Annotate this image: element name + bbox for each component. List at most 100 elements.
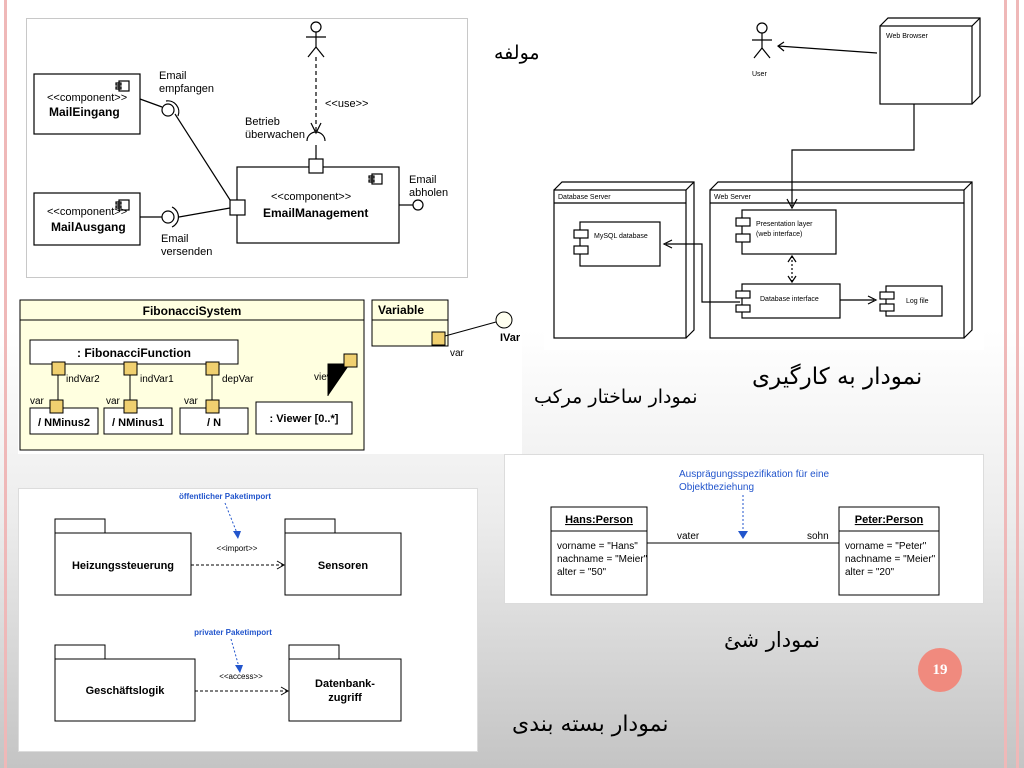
port-indvar2: [51, 361, 66, 376]
composite-structure-diagram-panel: FibonacciSystem : FibonacciFunction / NM…: [18, 298, 522, 454]
heizung-package: [54, 532, 192, 596]
caption-deployment-diagram: نمودار به کارگیری: [752, 364, 923, 390]
email-management-port-top: [308, 158, 324, 174]
betrieb-line2: überwachen: [245, 129, 305, 141]
vater-label: vater: [677, 531, 700, 542]
sohn-label: sohn: [807, 531, 829, 542]
caption-package-diagram: نمودار بسته بندی: [512, 712, 669, 737]
nminus1-var-label: var: [106, 396, 121, 407]
peter-attr-1: vorname = "Peter": [845, 541, 927, 552]
email-management-stereotype: <<component>>: [271, 191, 351, 203]
database-interface-label: Database interface: [760, 296, 819, 303]
private-import-note: privater Paketimport: [194, 628, 272, 637]
email-empfangen-line2: empfangen: [159, 83, 214, 95]
hans-attr-3: alter = "50": [557, 567, 607, 578]
n-label: / N: [207, 417, 221, 429]
port-nminus2-var: [49, 399, 64, 414]
use-stereotype: <<use>>: [325, 98, 368, 110]
port-variable-var: [431, 331, 446, 346]
web-server-label: Web Server: [714, 194, 751, 201]
page-number-badge: 19: [918, 648, 962, 692]
betrieb-line1: Betrieb: [245, 116, 280, 128]
access-stereotype: <<access>>: [219, 672, 263, 681]
ivar-interface: [495, 311, 513, 329]
right-decorative-border: [1004, 0, 1007, 768]
user-label: User: [752, 71, 767, 78]
datenbank-line2: zugriff: [328, 692, 362, 704]
geschaeftslogik-label: Geschäftslogik: [86, 685, 166, 697]
email-versenden-line1: Email: [161, 233, 189, 245]
email-abholen-line1: Email: [409, 174, 437, 186]
heizung-package-tab: [54, 518, 106, 534]
view-label: view: [314, 372, 335, 383]
mail-eingang-component: [33, 73, 141, 135]
sensoren-package: [284, 532, 402, 596]
hans-attr-2: nachname = "Meier": [557, 554, 648, 565]
nminus2-part: [29, 407, 99, 435]
hans-attr-1: vorname = "Hans": [557, 541, 638, 552]
peter-attr-3: alter = "20": [845, 567, 895, 578]
left-decorative-border: [4, 0, 7, 768]
heizung-label: Heizungssteuerung: [72, 560, 174, 572]
presentation-line2: (web interface): [756, 231, 802, 238]
variable-var-label: var: [450, 348, 465, 359]
object-note-line2: Objektbeziehung: [679, 482, 754, 493]
email-versenden-line2: versenden: [161, 246, 212, 258]
log-file-component: [885, 285, 943, 317]
peter-person-label: Peter:Person: [855, 514, 924, 526]
hans-person-object: [550, 506, 648, 596]
web-browser-node: [879, 25, 973, 105]
deployment-diagram: User Web Browser Database Server Web Ser…: [553, 17, 981, 339]
sensoren-label: Sensoren: [318, 560, 368, 572]
public-import-note: öffentlicher Paketimport: [179, 492, 271, 501]
database-server-label: Database Server: [558, 194, 611, 201]
deployment-diagram-panel: User Web Browser Database Server Web Ser…: [544, 10, 984, 350]
object-diagram-panel: Ausprägungsspezifikation für eine Objekt…: [504, 454, 984, 604]
n-var-label: var: [184, 396, 199, 407]
web-browser-label: Web Browser: [886, 33, 929, 40]
mysql-database-component: [579, 221, 661, 267]
component-diagram: <<component>> MailEingang <<component>> …: [33, 21, 448, 258]
port-n-var: [205, 399, 220, 414]
nminus2-var-label: var: [30, 396, 45, 407]
mail-ausgang-label: MailAusgang: [51, 220, 126, 234]
variable-label: Variable: [378, 303, 424, 317]
caption-object-diagram: نمودار شئ: [724, 628, 820, 652]
email-management-component: [236, 166, 400, 244]
mail-eingang-label: MailEingang: [49, 105, 120, 119]
object-note-line1: Ausprägungsspezifikation für eine: [679, 469, 830, 480]
email-empfangen-line1: Email: [159, 70, 187, 82]
hans-person-label: Hans:Person: [565, 514, 633, 526]
email-management-label: EmailManagement: [263, 206, 368, 220]
port-view: [343, 353, 358, 368]
fibonacci-function-part: [29, 339, 239, 365]
mysql-label: MySQL database: [594, 233, 648, 240]
fibonacci-system-label: FibonacciSystem: [143, 304, 242, 318]
ivar-label: IVar: [500, 332, 521, 344]
email-empfangen-interface: [161, 103, 175, 117]
package-diagram-panel: Heizungssteuerung Sensoren Geschäftslogi…: [18, 488, 478, 752]
peter-person-object: [838, 506, 940, 596]
datenbankzugriff-package: [288, 658, 402, 722]
mail-ausgang-stereotype: <<component>>: [47, 206, 127, 218]
right-decorative-border-outer: [1016, 0, 1019, 768]
port-indvar1: [123, 361, 138, 376]
presentation-line1: Presentation layer: [756, 221, 813, 228]
note-arrow-icon: [738, 531, 748, 539]
viewer-label: : Viewer [0..*]: [270, 413, 339, 425]
peter-attr-2: nachname = "Meier": [845, 554, 936, 565]
log-file-label: Log file: [906, 298, 929, 305]
port-nminus1-var: [123, 399, 138, 414]
depvar-label: depVar: [222, 374, 254, 385]
email-abholen-line2: abholen: [409, 187, 448, 199]
caption-composite-structure-diagram: نمودار ساختار مرکب: [534, 386, 698, 408]
database-server-node: [553, 189, 687, 339]
presentation-layer-component: [741, 209, 837, 255]
port-depvar: [205, 361, 220, 376]
indvar1-label: indVar1: [140, 374, 174, 385]
nminus1-part: [103, 407, 173, 435]
fibonacci-function-label: : FibonacciFunction: [77, 346, 191, 360]
composite-structure-diagram: FibonacciSystem : FibonacciFunction / NM…: [19, 299, 521, 451]
geschaeftslogik-package: [54, 658, 196, 722]
email-management-port-left: [229, 199, 246, 216]
